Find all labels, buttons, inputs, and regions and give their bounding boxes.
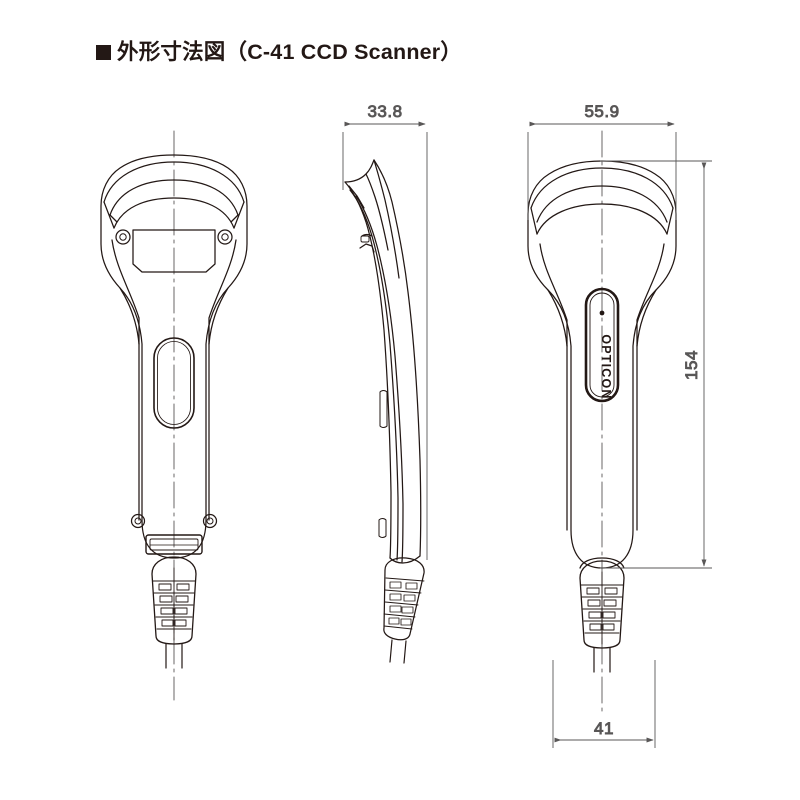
side-back-edge [373,159,422,557]
screw-top-right-inner [221,233,229,241]
front-head-right-bevel [230,214,239,223]
side-bottom-edge [389,555,421,564]
rear-top-band [536,203,668,235]
dim-41-label: 41 [594,719,614,738]
page-title-text: 外形寸法図（C-41 CCD Scanner） [117,40,463,64]
brand-text: OPTICON [599,334,613,399]
front-head-left-bevel [109,214,118,223]
front-head-inner-arc [109,179,239,216]
front-left-inner-line [119,287,140,345]
front-right-shoulder-line [208,239,237,345]
rear-boot-outline [579,560,625,649]
side-strain-relief-boot [383,557,425,641]
side-port-detail [379,390,388,428]
square-bullet-icon [96,45,111,61]
rear-left-inner [547,289,568,347]
trigger-button-inner [157,341,191,425]
rear-strain-relief-boot [579,560,625,649]
brand-dot-icon [599,310,605,316]
front-head-window-arc [113,197,235,229]
side-lower-port [378,518,387,538]
front-window-frame [132,229,216,273]
rear-right-inner [636,289,657,347]
side-trigger-notch [360,235,370,243]
dim-559-label: 55.9 [584,102,619,121]
side-boot-outline [383,557,425,641]
brand-plate-oval [584,287,620,403]
connector-slot [145,534,203,555]
front-view [100,130,248,701]
side-view [344,159,425,664]
page-title: 外形寸法図（C-41 CCD Scanner） [96,40,463,64]
rear-left-shoulder [539,243,568,347]
side-inner-line-2 [355,195,404,563]
boot-outline [151,556,197,645]
cable [165,643,183,669]
side-trigger-detail [359,243,375,253]
rear-cable [593,647,611,673]
dim-338-label: 33.8 [367,102,402,121]
side-cable [389,639,407,664]
side-nose-inner [365,173,389,251]
rear-top-inner-arc [536,185,668,223]
side-front-edge [344,181,392,559]
rear-top-left-edge [530,207,538,235]
strain-relief-boot [151,556,197,645]
rear-right-shoulder [636,243,665,347]
rear-view: OPTICON [527,130,677,713]
front-left-shoulder-line [111,239,140,345]
side-inner-line-1 [349,189,399,561]
side-nose-ridge [373,159,400,279]
brand-plate-inner [589,292,615,398]
dim-154-label: 154 [682,350,701,380]
front-head-left-edge [103,201,115,229]
dimension-annotations: 33.8 55.9 154 41 [342,102,712,748]
rear-boot-base [579,557,625,569]
front-head-top-arc [103,161,245,203]
front-right-inner-line [208,287,229,345]
side-nose-top [344,159,375,183]
trigger-button-oval [153,337,195,429]
rear-top-right-edge [666,207,674,235]
connector-slot-inner [149,538,199,551]
screw-top-right-icon [217,229,233,245]
screw-top-left-icon [115,229,131,245]
screw-bottom-left-inner [134,517,142,525]
screw-bottom-right-inner [206,517,214,525]
screw-bottom-right-icon [202,513,218,529]
front-head-right-edge [233,201,245,229]
side-nose-face [348,185,365,209]
screw-bottom-left-icon [130,513,146,529]
rear-top-arc [530,167,674,209]
screw-top-left-inner [119,233,127,241]
